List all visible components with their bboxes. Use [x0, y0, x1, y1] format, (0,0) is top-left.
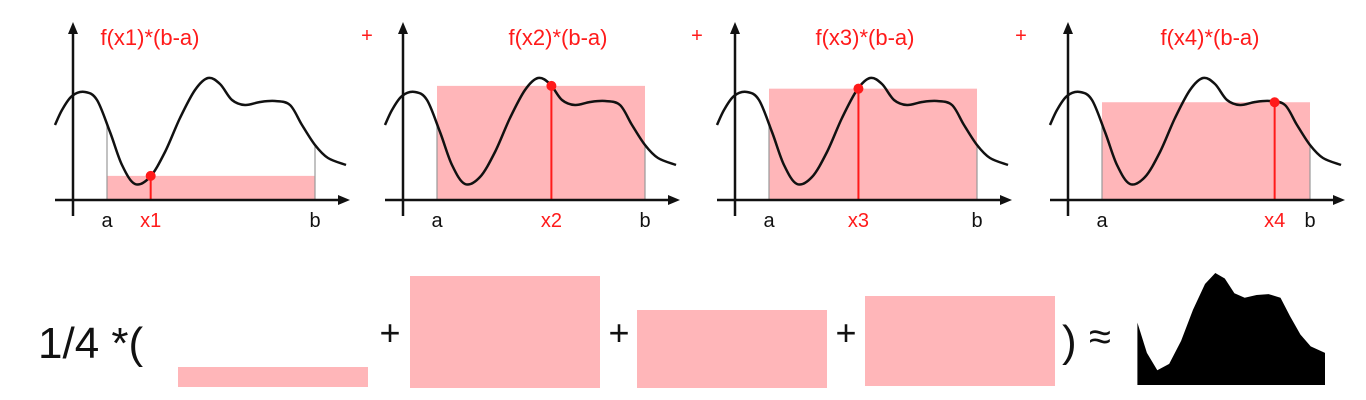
- sample-point: [1269, 97, 1280, 108]
- equation-plus-3: +: [835, 312, 856, 353]
- x-axis-arrowhead: [1333, 195, 1345, 205]
- average-equation: 1/4 *( + + + ) ≈: [38, 273, 1325, 388]
- equation-rectangle-4: [865, 296, 1055, 386]
- equation-prefix: 1/4 *(: [38, 319, 144, 368]
- x-axis: [385, 195, 680, 205]
- panel-title: f(x1)*(b-a): [100, 25, 199, 50]
- approx-symbol: ≈: [1089, 315, 1111, 359]
- tick-label-sample: x2: [541, 210, 562, 232]
- tick-label-b: b: [971, 210, 982, 232]
- sample-rectangle: [107, 175, 315, 200]
- tick-label-b: b: [309, 210, 320, 232]
- panel-title: f(x2)*(b-a): [508, 25, 607, 50]
- function-curve: [1048, 76, 1342, 186]
- panel-4: f(x4)*(b-a) a b x4: [1048, 22, 1345, 232]
- panel-title: f(x3)*(b-a): [815, 25, 914, 50]
- x-axis-arrowhead: [668, 195, 680, 205]
- equation-plus-1: +: [379, 312, 400, 353]
- x-axis-arrowhead: [338, 195, 350, 205]
- x-axis: [1050, 195, 1345, 205]
- sample-rectangle: [437, 85, 645, 200]
- panel-2: f(x2)*(b-a) a b x2: [383, 22, 680, 232]
- sample-point: [145, 170, 156, 181]
- panel-3: f(x3)*(b-a) a b x3: [715, 22, 1012, 232]
- tick-label-sample: x4: [1264, 210, 1285, 232]
- x-axis: [717, 195, 1012, 205]
- function-curve: [53, 76, 347, 186]
- tick-label-a: a: [101, 210, 113, 232]
- tick-label-sample: x3: [848, 210, 869, 232]
- y-axis: [730, 22, 740, 216]
- panel-1: f(x1)*(b-a) a b x1: [53, 22, 350, 232]
- tick-label-a: a: [431, 210, 443, 232]
- x-axis: [55, 195, 350, 205]
- panel-title: f(x4)*(b-a): [1160, 25, 1259, 50]
- y-axis-arrowhead: [1063, 22, 1073, 34]
- y-axis: [398, 22, 408, 216]
- tick-label-a: a: [1096, 210, 1108, 232]
- sample-point: [853, 83, 864, 94]
- sample-point: [546, 80, 557, 91]
- plus-sign-top-3: +: [1015, 25, 1027, 47]
- y-axis-arrowhead: [730, 22, 740, 34]
- y-axis: [1063, 22, 1073, 216]
- function-curve: [383, 76, 677, 186]
- y-axis-arrowhead: [68, 22, 78, 34]
- area-under-curve: [1137, 273, 1325, 385]
- tick-label-sample: x1: [140, 210, 161, 232]
- equation-plus-2: +: [608, 312, 629, 353]
- y-axis-arrowhead: [398, 22, 408, 34]
- equation-rectangle-3: [637, 310, 827, 388]
- equation-suffix: ): [1062, 317, 1077, 366]
- plus-sign-top-1: +: [361, 25, 373, 47]
- y-axis: [68, 22, 78, 216]
- equation-rectangle-2: [410, 276, 600, 388]
- tick-label-b: b: [639, 210, 650, 232]
- tick-label-b: b: [1304, 210, 1315, 232]
- x-axis-arrowhead: [1000, 195, 1012, 205]
- sample-rectangle: [769, 88, 977, 200]
- equation-rectangle-1: [178, 367, 368, 387]
- tick-label-a: a: [763, 210, 775, 232]
- plus-sign-top-2: +: [691, 25, 703, 47]
